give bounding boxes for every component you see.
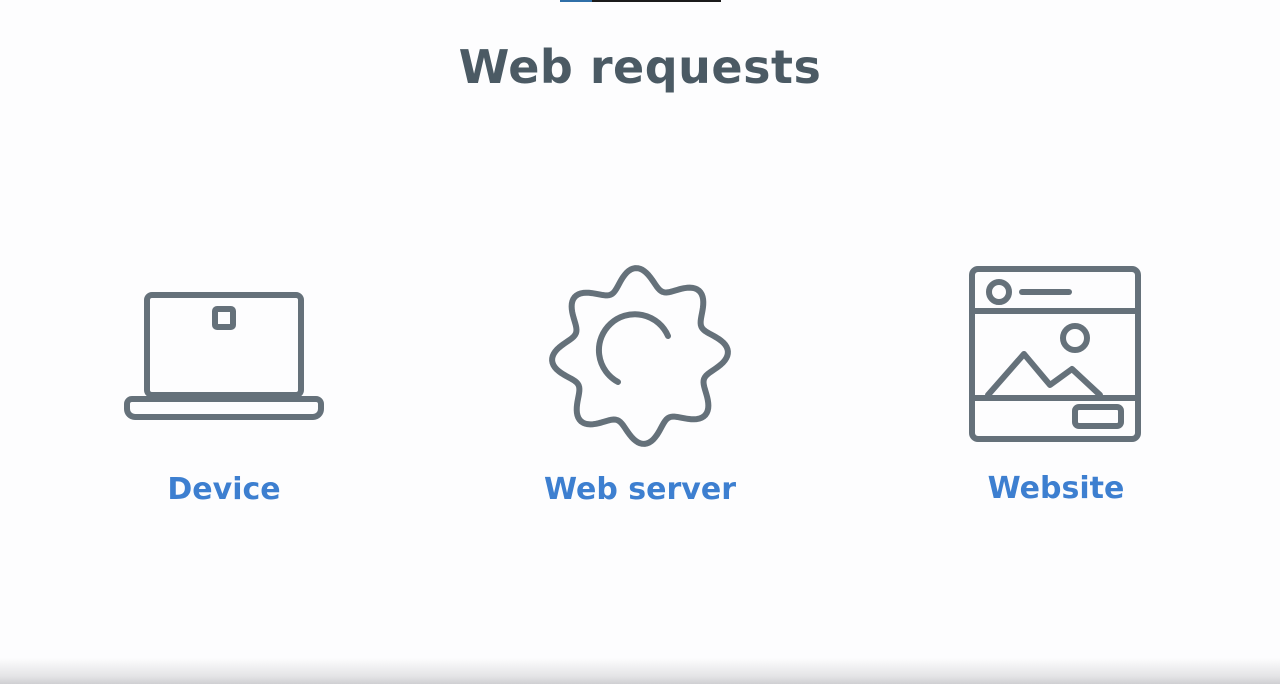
browser-window-icon — [966, 264, 1146, 446]
video-progress-fill — [560, 0, 593, 2]
page-title: Web requests — [458, 40, 822, 94]
device-label: Device — [167, 472, 281, 507]
gear-icon — [548, 264, 732, 448]
website-label: Website — [987, 471, 1125, 506]
bottom-shade — [0, 658, 1280, 684]
web-server-label: Web server — [544, 472, 736, 507]
video-progress-bar[interactable] — [560, 0, 721, 2]
laptop-icon — [124, 288, 324, 424]
